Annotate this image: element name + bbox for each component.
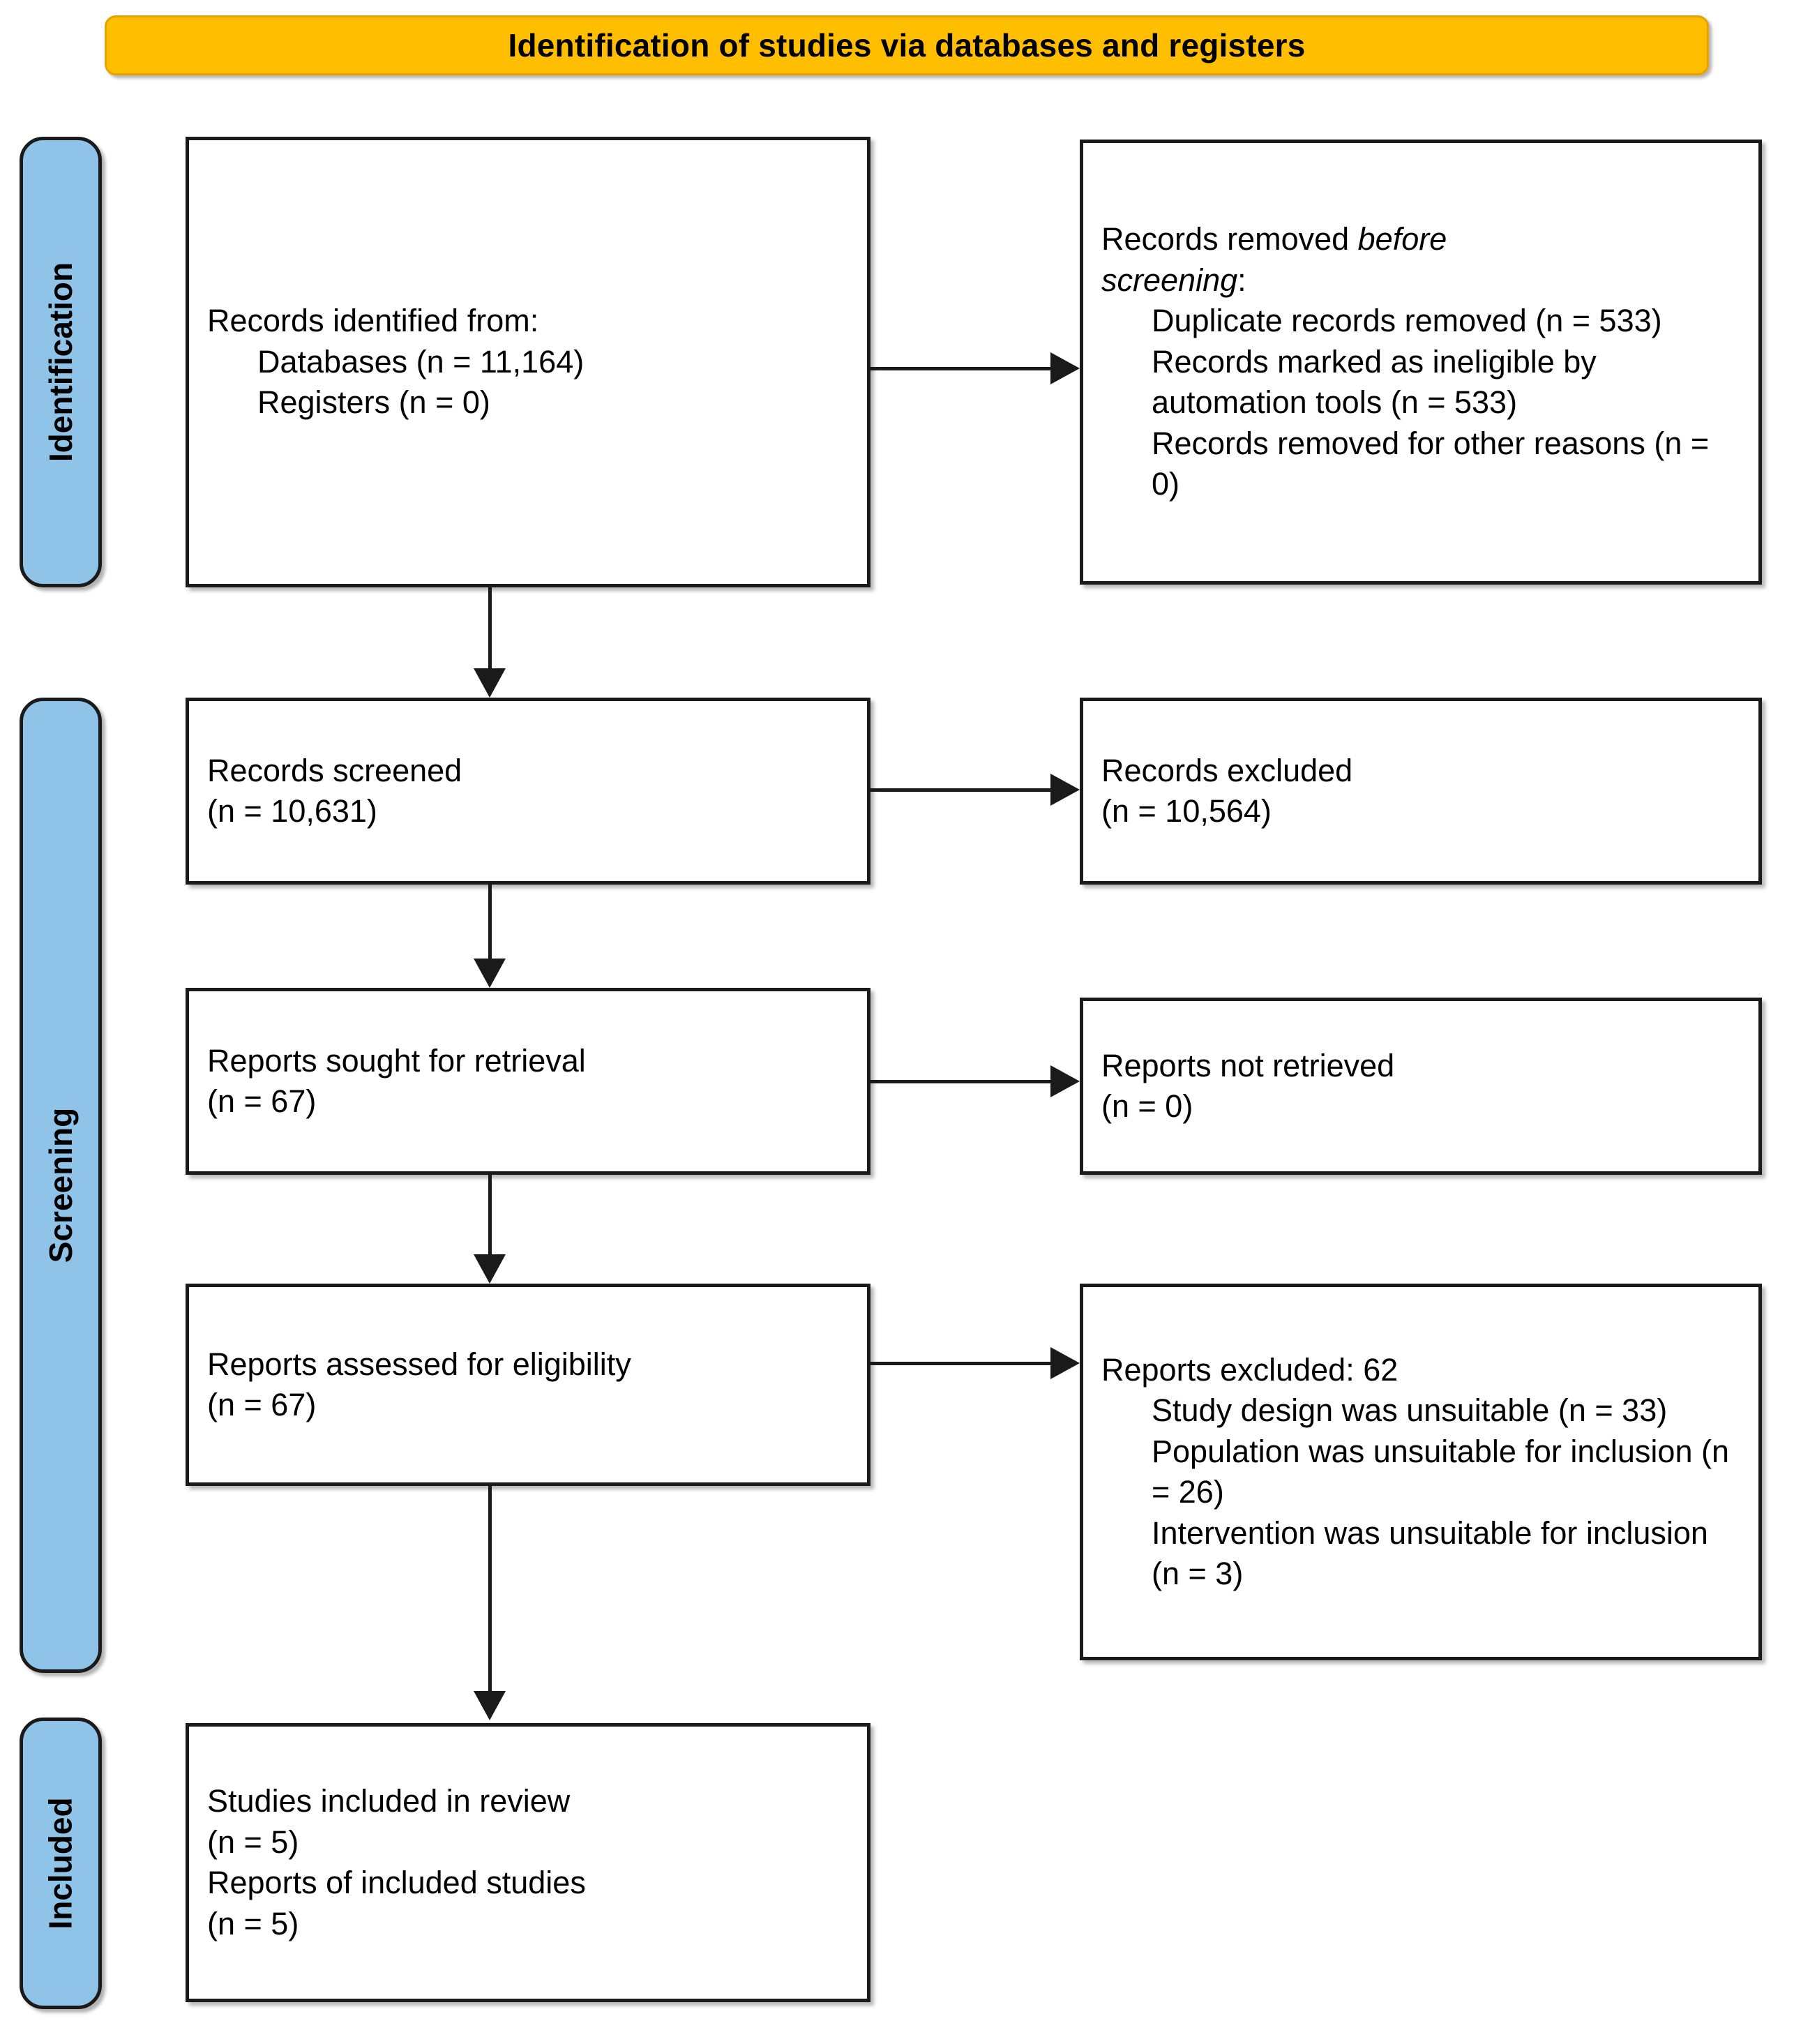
arrow-screened-to-sought-line	[488, 885, 492, 961]
records-removed-line2: screening:	[1101, 260, 1740, 301]
studies-included-line2: (n = 5)	[207, 1824, 299, 1860]
box-reports-excluded-text: Reports excluded: 62 Study design was un…	[1083, 1350, 1758, 1595]
stage-bar-identification: Identification	[20, 137, 102, 587]
box-records-identified: Records identified from: Databases (n = …	[186, 137, 870, 587]
arrow-sought-to-not-retrieved-line	[870, 1080, 1050, 1083]
arrow-screened-to-sought-head	[474, 959, 506, 988]
box-reports-sought: Reports sought for retrieval (n = 67)	[186, 988, 870, 1175]
records-screened-line1: Records screened	[207, 752, 462, 788]
arrow-assessed-to-included-line	[488, 1486, 492, 1695]
box-studies-included-text: Studies included in review (n = 5) Repor…	[189, 1781, 867, 1944]
box-records-removed: Records removed before screening: Duplic…	[1080, 140, 1762, 585]
records-identified-line3: Registers (n = 0)	[257, 384, 490, 421]
stage-bar-screening: Screening	[20, 698, 102, 1673]
records-excluded-line1: Records excluded	[1101, 752, 1353, 788]
box-reports-assessed: Reports assessed for eligibility (n = 67…	[186, 1284, 870, 1486]
box-reports-not-retrieved-text: Reports not retrieved (n = 0)	[1083, 1046, 1758, 1127]
arrow-assessed-to-excluded-head	[1050, 1347, 1080, 1379]
box-records-removed-text: Records removed before screening: Duplic…	[1083, 219, 1758, 505]
arrow-identified-to-screened-head	[474, 668, 506, 698]
records-screened-line2: (n = 10,631)	[207, 793, 377, 829]
records-removed-line4: Records marked as ineligible by automati…	[1152, 343, 1597, 421]
box-records-screened: Records screened (n = 10,631)	[186, 698, 870, 885]
box-reports-assessed-text: Reports assessed for eligibility (n = 67…	[189, 1344, 867, 1426]
reports-sought-line1: Reports sought for retrieval	[207, 1042, 586, 1079]
stage-label-identification: Identification	[43, 262, 80, 463]
records-removed-line1-a: Records removed	[1101, 221, 1358, 257]
arrow-sought-to-not-retrieved-head	[1050, 1065, 1080, 1097]
box-studies-included: Studies included in review (n = 5) Repor…	[186, 1723, 870, 2002]
stage-label-included: Included	[43, 1797, 79, 1930]
header-banner: Identification of studies via databases …	[105, 15, 1709, 75]
records-removed-line3: Duplicate records removed (n = 533)	[1152, 303, 1662, 339]
arrow-screened-to-excluded-head	[1050, 774, 1080, 806]
reports-sought-line2: (n = 67)	[207, 1083, 317, 1119]
arrow-assessed-to-included-head	[474, 1691, 506, 1720]
records-identified-line1: Records identified from:	[207, 303, 539, 339]
stage-bar-included: Included	[20, 1718, 102, 2009]
box-records-excluded: Records excluded (n = 10,564)	[1080, 698, 1762, 885]
box-reports-sought-text: Reports sought for retrieval (n = 67)	[189, 1041, 867, 1122]
arrow-screened-to-excluded-line	[870, 788, 1050, 792]
reports-not-retrieved-line1: Reports not retrieved	[1101, 1047, 1395, 1083]
arrow-assessed-to-excluded-line	[870, 1362, 1050, 1365]
arrow-identified-to-removed-line	[870, 367, 1050, 370]
reports-excluded-line2: Study design was unsuitable (n = 33)	[1152, 1392, 1668, 1428]
box-records-identified-text: Records identified from: Databases (n = …	[189, 301, 867, 423]
box-records-screened-text: Records screened (n = 10,631)	[189, 751, 867, 832]
header-title: Identification of studies via databases …	[508, 27, 1306, 63]
stage-label-screening: Screening	[43, 1107, 80, 1263]
box-reports-not-retrieved: Reports not retrieved (n = 0)	[1080, 998, 1762, 1175]
studies-included-line4: (n = 5)	[207, 1905, 299, 1941]
records-removed-line2-em: screening	[1101, 262, 1238, 298]
records-excluded-line2: (n = 10,564)	[1101, 793, 1272, 829]
reports-excluded-line4: Intervention was unsuitable for inclusio…	[1152, 1515, 1708, 1592]
reports-excluded-line3: Population was unsuitable for inclusion …	[1152, 1433, 1729, 1510]
arrow-sought-to-assessed-head	[474, 1254, 506, 1284]
records-removed-line2-colon: :	[1237, 262, 1246, 298]
records-identified-line2: Databases (n = 11,164)	[257, 343, 585, 380]
studies-included-line3: Reports of included studies	[207, 1865, 586, 1900]
studies-included-line1: Studies included in review	[207, 1783, 571, 1819]
reports-assessed-line2: (n = 67)	[207, 1387, 317, 1422]
arrow-sought-to-assessed-line	[488, 1175, 492, 1257]
reports-assessed-line1: Reports assessed for eligibility	[207, 1346, 631, 1382]
box-records-excluded-text: Records excluded (n = 10,564)	[1083, 751, 1758, 832]
arrow-identified-to-screened-line	[488, 587, 492, 671]
records-removed-line1: Records removed before	[1101, 219, 1740, 260]
reports-excluded-line1: Reports excluded: 62	[1101, 1351, 1399, 1388]
box-reports-excluded: Reports excluded: 62 Study design was un…	[1080, 1284, 1762, 1660]
records-removed-line5: Records removed for other reasons (n = 0…	[1152, 425, 1710, 502]
arrow-identified-to-removed-head	[1050, 352, 1080, 384]
reports-not-retrieved-line2: (n = 0)	[1101, 1088, 1193, 1124]
records-removed-line1-em: before	[1357, 221, 1447, 257]
